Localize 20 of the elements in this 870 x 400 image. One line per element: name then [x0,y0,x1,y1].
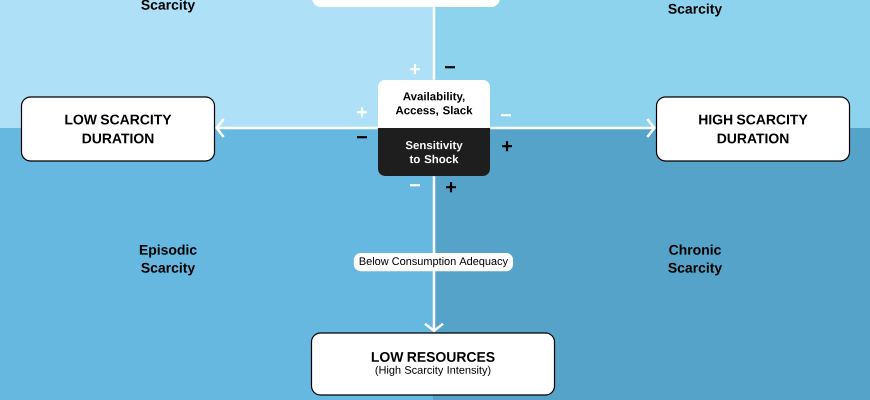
center-box: Availability, Access, Slack Sensitivity to Shock [378,80,490,176]
plus-sign: + [410,64,420,74]
minus-sign: − [445,66,455,68]
plus-sign: + [446,182,456,192]
arrow [215,118,378,138]
quadrant-label: Chronic Scarcity [668,244,722,276]
minus-sign: − [410,184,420,186]
edge-label: Below Consumption Adequacy [354,253,514,272]
rounded-box: LOW RESOURCES (High Scarcity Intensity) [310,332,556,396]
minus-sign: − [501,114,511,116]
rounded-box: LOW SCARCITY DURATION [20,96,216,162]
plus-sign: + [502,141,512,152]
arrow [490,118,656,138]
label-box [312,0,500,7]
minus-sign: − [357,136,367,138]
quadrant-label: Scarcity [668,4,722,16]
arrow [424,176,444,332]
rounded-box: HIGH SCARCITY DURATION [656,96,850,162]
quadrant-label: Episodic Scarcity [140,244,197,276]
plus-sign: + [357,107,368,118]
